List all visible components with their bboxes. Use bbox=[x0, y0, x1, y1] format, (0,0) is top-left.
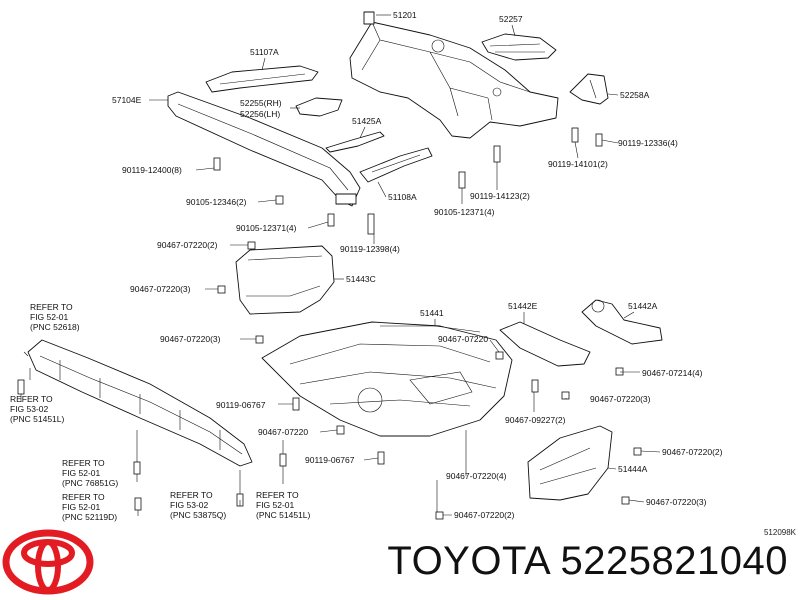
diagram-reference-code: 512098K bbox=[763, 528, 796, 537]
part-51442A bbox=[581, 299, 663, 345]
part-label-51441: 51441 bbox=[420, 308, 444, 318]
svg-text:(PNC 51451L): (PNC 51451L) bbox=[256, 510, 311, 520]
fastener-label-14: 90467-07220 bbox=[258, 427, 308, 437]
reference-note-6: REFER TO FIG 52-01 (PNC 51451L) bbox=[256, 490, 311, 520]
part-51444A bbox=[527, 425, 613, 501]
svg-text:FIG 52-01: FIG 52-01 bbox=[62, 468, 101, 478]
svg-text:REFER TO: REFER TO bbox=[62, 458, 105, 468]
part-label-52258A: 52258A bbox=[620, 90, 650, 100]
fastener-label-7: 90119-14101(2) bbox=[548, 159, 608, 169]
fastener-label-10: 90467-07220(3) bbox=[130, 284, 191, 294]
svg-text:REFER TO: REFER TO bbox=[256, 490, 299, 500]
fastener-label-9: 90467-07220(2) bbox=[157, 240, 218, 250]
part-52258A bbox=[569, 73, 609, 105]
fastener-bolts-upper bbox=[213, 127, 603, 294]
svg-text:FIG 52-01: FIG 52-01 bbox=[256, 500, 295, 510]
part-label-52257: 52257 bbox=[499, 14, 523, 24]
part-label-51442A: 51442A bbox=[628, 301, 658, 311]
fastener-label-8: 90119-12336(4) bbox=[618, 138, 678, 148]
reference-note-2: REFER TO FIG 53-02 (PNC 51451L) bbox=[10, 394, 65, 424]
svg-text:(PNC 53875Q): (PNC 53875Q) bbox=[170, 510, 226, 520]
fastener-label-15: 90119-06767 bbox=[305, 455, 355, 465]
svg-text:REFER TO: REFER TO bbox=[30, 302, 73, 312]
part-57104E bbox=[167, 91, 361, 207]
fastener-label-18: 90467-09227(2) bbox=[505, 415, 566, 425]
part-label-51201: 51201 bbox=[393, 10, 417, 20]
svg-text:FIG 53-02: FIG 53-02 bbox=[10, 404, 49, 414]
fastener-label-5: 90105-12371(4) bbox=[434, 207, 495, 217]
brand-caption: TOYOTA 5225821040 bbox=[387, 539, 788, 583]
part-label-52255: 52255(RH) bbox=[240, 98, 282, 108]
svg-text:(PNC 51451L): (PNC 51451L) bbox=[10, 414, 65, 424]
brand-logo-area bbox=[2, 529, 94, 595]
toyota-logo-icon bbox=[2, 529, 94, 595]
part-51442E bbox=[499, 321, 591, 367]
fastener-label-20: 90467-07214(4) bbox=[642, 368, 703, 378]
fastener-label-17: 90467-07220(2) bbox=[454, 510, 515, 520]
fastener-label-22: 90467-07220(3) bbox=[646, 497, 707, 507]
part-label-51442E: 51442E bbox=[508, 301, 538, 311]
svg-text:(PNC 52119D): (PNC 52119D) bbox=[62, 512, 117, 522]
part-label-51444A: 51444A bbox=[618, 464, 648, 474]
part-label-51443C: 51443C bbox=[346, 274, 376, 284]
fastener-label-16: 90467-07220(4) bbox=[446, 471, 507, 481]
reference-note-3: REFER TO FIG 52-01 (PNC 76851G) bbox=[62, 458, 118, 488]
part-51441 bbox=[261, 321, 513, 437]
fastener-label-6: 90119-14123(2) bbox=[470, 191, 530, 201]
reference-note-5: REFER TO FIG 53-02 (PNC 53875Q) bbox=[170, 490, 226, 520]
part-51443C bbox=[235, 245, 335, 315]
svg-text:FIG 52-01: FIG 52-01 bbox=[30, 312, 69, 322]
part-52255-52256 bbox=[295, 97, 343, 117]
part-label-51107A: 51107A bbox=[250, 47, 279, 57]
svg-text:REFER TO: REFER TO bbox=[170, 490, 213, 500]
fastener-label-2: 90105-12346(2) bbox=[186, 197, 247, 207]
part-front-lower-cover bbox=[27, 339, 253, 467]
part-51108A bbox=[359, 147, 433, 183]
fastener-label-4: 90119-12398(4) bbox=[340, 244, 400, 254]
part-label-51425A: 51425A bbox=[352, 116, 382, 126]
svg-text:(PNC 52618): (PNC 52618) bbox=[30, 322, 80, 332]
fastener-label-21: 90467-07220(2) bbox=[662, 447, 723, 457]
part-51425A bbox=[325, 131, 385, 153]
reference-note-1: REFER TO FIG 52-01 (PNC 52618) bbox=[30, 302, 80, 332]
svg-text:(PNC 76851G): (PNC 76851G) bbox=[62, 478, 118, 488]
reference-note-4: REFER TO FIG 52-01 (PNC 52119D) bbox=[62, 492, 117, 522]
svg-text:FIG 53-02: FIG 53-02 bbox=[170, 500, 209, 510]
part-52257 bbox=[481, 33, 557, 61]
part-label-57104E: 57104E bbox=[112, 95, 142, 105]
part-51107A bbox=[205, 65, 319, 93]
fastener-label-12: 90467-07220 bbox=[438, 334, 488, 344]
fastener-label-1: 90119-12400(8) bbox=[122, 165, 182, 175]
svg-text:FIG 52-01: FIG 52-01 bbox=[62, 502, 101, 512]
fastener-label-13: 90119-06767 bbox=[216, 400, 266, 410]
fastener-label-3: 90105-12371(4) bbox=[236, 223, 297, 233]
part-label-51108A: 51108A bbox=[388, 192, 417, 202]
subframe-51201 bbox=[349, 11, 559, 139]
part-label-52256: 52256(LH) bbox=[240, 109, 280, 119]
fastener-label-11: 90467-07220(3) bbox=[160, 334, 221, 344]
svg-text:REFER TO: REFER TO bbox=[62, 492, 105, 502]
fastener-label-19: 90467-07220(3) bbox=[590, 394, 651, 404]
svg-text:REFER TO: REFER TO bbox=[10, 394, 53, 404]
